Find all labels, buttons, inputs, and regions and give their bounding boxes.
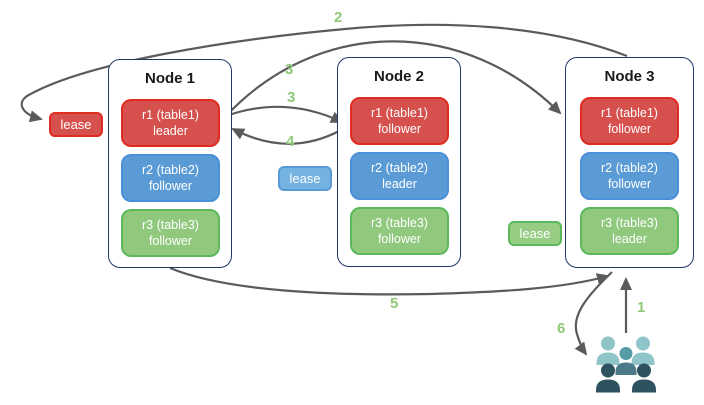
node-3-replica-r2: r2 (table2) follower: [580, 152, 679, 200]
step-label-4: 4: [286, 133, 295, 150]
replica-label: r1 (table1): [371, 105, 428, 120]
lease-badge-table1: lease: [49, 112, 103, 137]
lease-badge-table2: lease: [278, 166, 332, 191]
replica-label: r2 (table2): [371, 160, 428, 175]
lease-badge-table3: lease: [508, 221, 562, 246]
replica-role: follower: [377, 122, 422, 136]
replica-role: leader: [612, 232, 647, 246]
replica-role: follower: [377, 232, 422, 246]
replica-role: follower: [148, 179, 193, 193]
replica-role: leader: [153, 124, 188, 138]
replica-label: r2 (table2): [142, 162, 199, 177]
step-label-6: 6: [557, 320, 566, 337]
replica-label: r1 (table1): [142, 107, 199, 122]
arrow-step2-node3-to-lease1: [20, 23, 628, 123]
replica-label: r2 (table2): [601, 160, 658, 175]
user-group-icon: [596, 336, 656, 393]
node-1-title: Node 1: [144, 70, 195, 87]
replica-label: r1 (table1): [601, 105, 658, 120]
node-3: Node 3 r1 (table1) follower r2 (table2) …: [565, 57, 694, 268]
node-2-replica-r2: r2 (table2) leader: [350, 152, 449, 200]
arrow-step3-node1-to-node3: [225, 40, 562, 117]
arrow-step3-node1-to-node2: [225, 105, 344, 123]
node-2-replica-r1: r1 (table1) follower: [350, 97, 449, 145]
replica-label: r3 (table3): [601, 215, 658, 230]
node-2-replica-r3: r3 (table3) follower: [350, 207, 449, 255]
node-3-title: Node 3: [604, 68, 655, 85]
node-1-replica-r3: r3 (table3) follower: [121, 209, 220, 257]
step-label-2: 2: [334, 9, 343, 26]
replica-role: follower: [148, 234, 193, 248]
node-3-replica-r1: r1 (table1) follower: [580, 97, 679, 145]
step-label-3a: 3: [285, 61, 294, 78]
replica-role: follower: [607, 122, 652, 136]
node-1-replica-r1: r1 (table1) leader: [121, 99, 220, 147]
node-1-replica-r2: r2 (table2) follower: [121, 154, 220, 202]
replica-role: follower: [607, 177, 652, 191]
node-1: Node 1 r1 (table1) leader r2 (table2) fo…: [108, 59, 232, 268]
arrow-step4-node2-to-node1: [231, 128, 342, 145]
node-2-title: Node 2: [373, 68, 424, 85]
node-3-replica-r3: r3 (table3) leader: [580, 207, 679, 255]
step-label-3b: 3: [287, 89, 296, 106]
replica-label: r3 (table3): [371, 215, 428, 230]
step-label-5: 5: [390, 295, 399, 312]
replica-role: leader: [382, 177, 417, 191]
replica-label: r3 (table3): [142, 217, 199, 232]
arrow-step5-node1-to-node3: [169, 266, 610, 296]
step-label-1: 1: [637, 299, 646, 316]
node-2: Node 2 r1 (table1) follower r2 (table2) …: [337, 57, 461, 267]
arrow-step6-node3-to-users: [574, 271, 613, 356]
